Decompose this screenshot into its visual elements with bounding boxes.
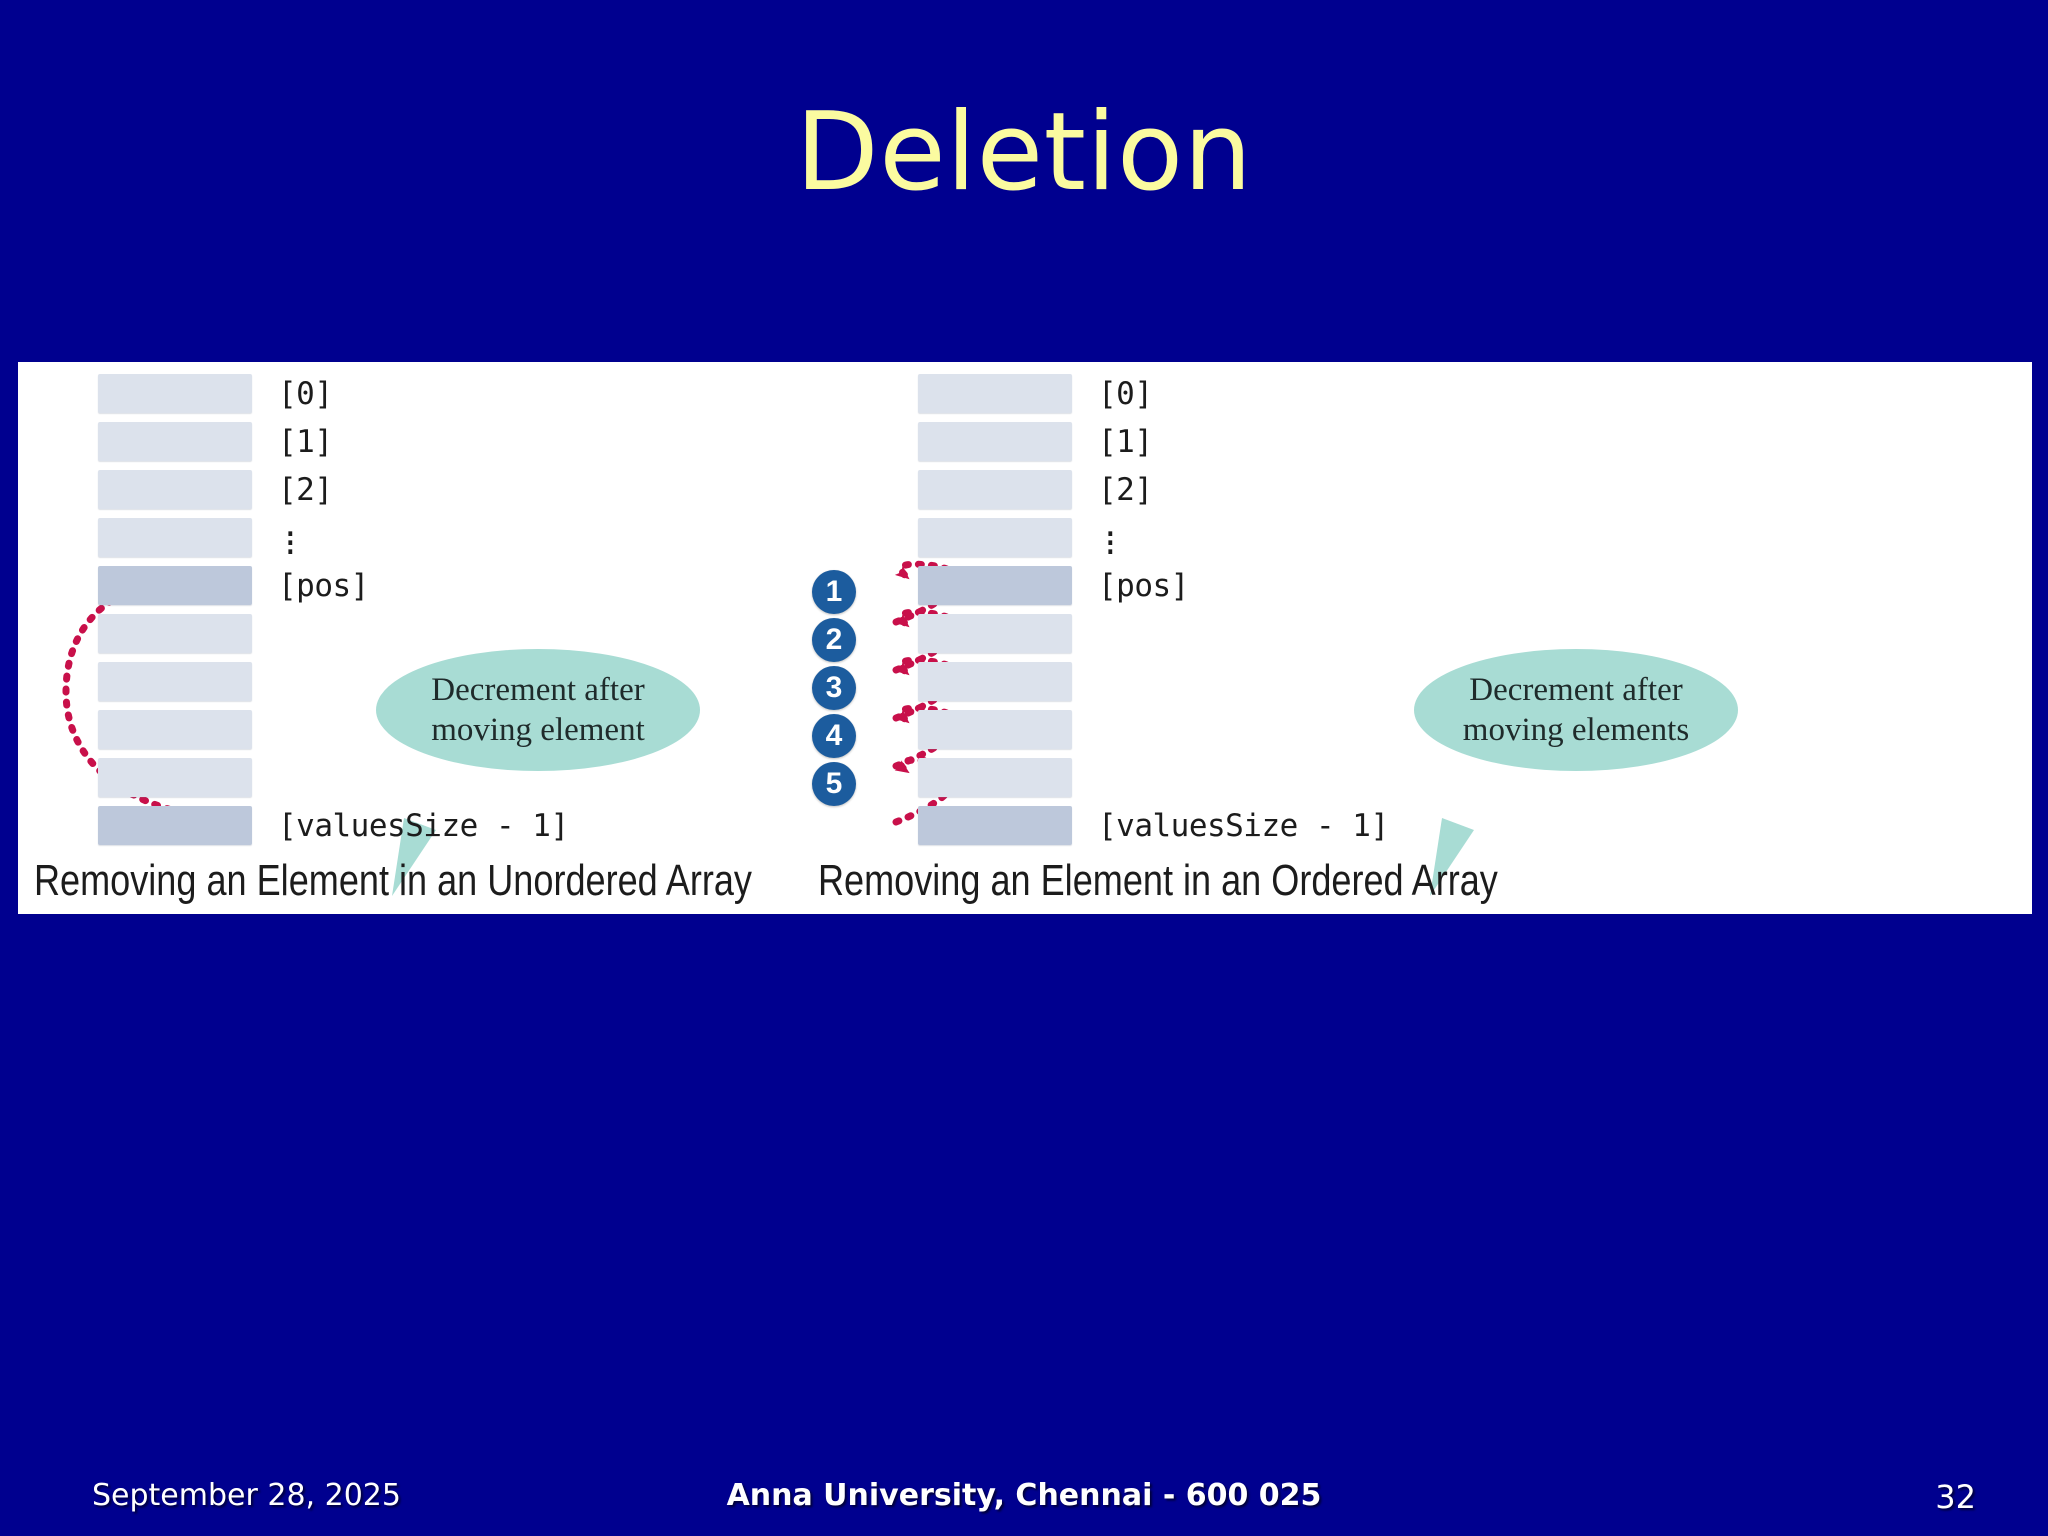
slide-title: Deletion — [795, 90, 1253, 215]
footer-page-number: 32 — [1935, 1478, 1976, 1516]
array-cell — [98, 758, 252, 797]
ordered-index-label-1: [1] — [1098, 424, 1153, 460]
unordered-index-label-1: [1] — [278, 424, 333, 460]
unordered-index-label-0: [0] — [278, 376, 333, 412]
array-cell — [98, 710, 252, 749]
array-cell — [918, 374, 1072, 413]
array-cell-pos — [98, 566, 252, 605]
step-badge-4: 4 — [812, 714, 856, 758]
array-cell — [918, 422, 1072, 461]
array-cell — [98, 614, 252, 653]
ordered-index-label-0: [0] — [1098, 376, 1153, 412]
array-cell — [918, 710, 1072, 749]
ordered-bubble-tail — [1430, 818, 1474, 896]
array-cell — [918, 758, 1072, 797]
unordered-callout-line-1: Decrement after — [431, 671, 645, 708]
footer-organization: Anna University, Chennai - 600 025 — [726, 1478, 1322, 1513]
ordered-index-label-2: [2] — [1098, 472, 1153, 508]
step-badge-1: 1 — [812, 570, 856, 614]
array-cell — [918, 662, 1072, 701]
array-cell-last — [918, 806, 1072, 845]
array-cell — [918, 518, 1072, 557]
unordered-pos-label: [pos] — [278, 568, 369, 604]
unordered-callout-bubble: Decrement after moving element — [376, 649, 700, 771]
step-badge-2: 2 — [812, 618, 856, 662]
ordered-pos-label: [pos] — [1098, 568, 1189, 604]
ordered-move-arrow-5 — [892, 756, 960, 826]
array-cell — [98, 470, 252, 509]
array-cell-pos — [918, 566, 1072, 605]
unordered-bubble-tail — [392, 818, 436, 896]
array-cell — [98, 422, 252, 461]
ordered-figure-caption: Removing an Element in an Ordered Array — [818, 856, 1498, 905]
unordered-callout-line-2: moving element — [431, 712, 645, 748]
ordered-callout-line-2: moving elements — [1462, 712, 1690, 748]
ordered-vertical-ellipsis: ... — [1101, 508, 1120, 562]
step-badge-5: 5 — [812, 762, 856, 806]
ordered-callout-bubble: Decrement after moving elements — [1414, 649, 1738, 771]
array-cell — [918, 470, 1072, 509]
footer-date: September 28, 2025 — [92, 1478, 401, 1513]
array-cell-last — [98, 806, 252, 845]
figure-panel: [0] [1] [2] ... [pos] [valuesSize - 1] D… — [18, 362, 2032, 914]
unordered-figure-caption: Removing an Element in an Unordered Arra… — [34, 856, 752, 905]
array-cell — [918, 614, 1072, 653]
unordered-last-label: [valuesSize - 1] — [278, 808, 569, 844]
unordered-index-label-2: [2] — [278, 472, 333, 508]
step-badge-3: 3 — [812, 666, 856, 710]
array-cell — [98, 374, 252, 413]
array-cell — [98, 518, 252, 557]
unordered-vertical-ellipsis: ... — [281, 508, 300, 562]
ordered-last-label: [valuesSize - 1] — [1098, 808, 1389, 844]
ordered-callout-line-1: Decrement after — [1469, 671, 1683, 708]
array-cell — [98, 662, 252, 701]
